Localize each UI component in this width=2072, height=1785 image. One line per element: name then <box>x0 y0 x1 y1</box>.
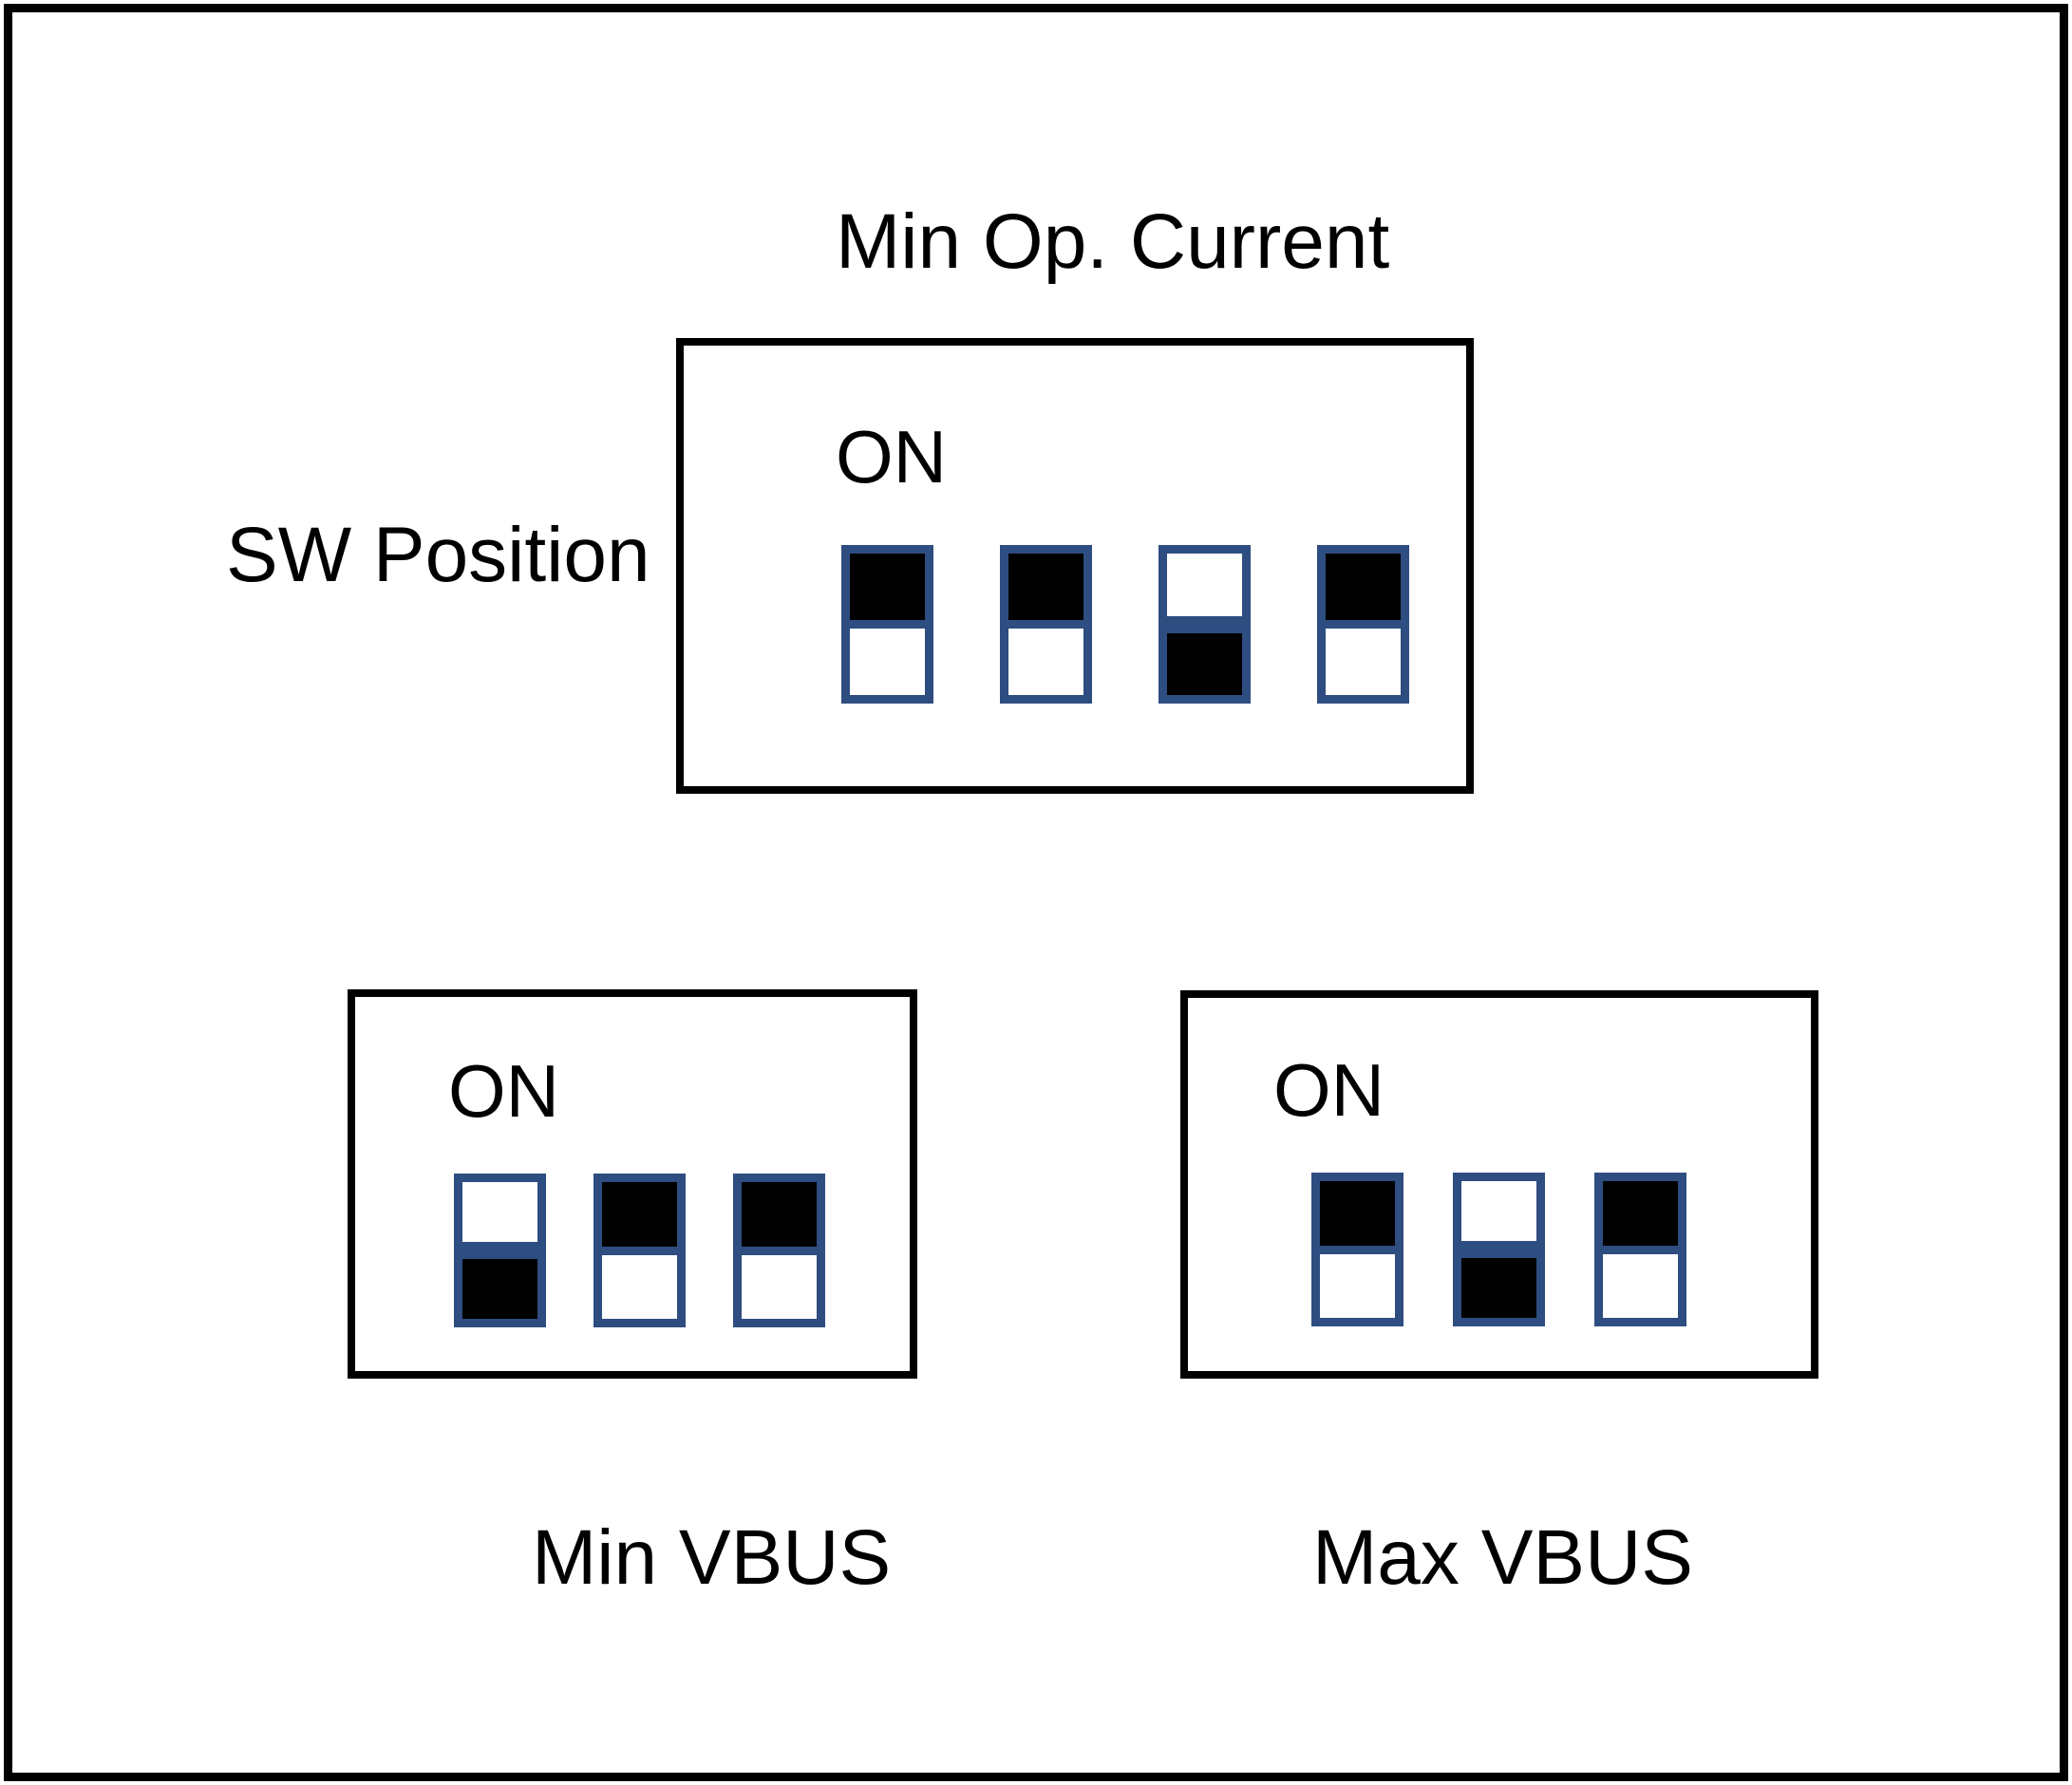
switch-top-half <box>850 554 925 629</box>
dip-switch-2[interactable] <box>1000 545 1092 704</box>
dip-switch-1[interactable] <box>1311 1173 1403 1326</box>
switch-bank-min-vbus[interactable]: ON <box>348 989 917 1379</box>
dip-switch-3[interactable] <box>733 1174 825 1327</box>
on-label-min-vbus: ON <box>448 1049 559 1133</box>
switch-bottom-half <box>1326 629 1401 695</box>
dip-switch-3[interactable] <box>1158 545 1251 704</box>
page-title: Min Op. Current <box>836 198 1390 285</box>
outer-frame <box>4 4 2068 1781</box>
switch-top-half <box>602 1182 677 1255</box>
switch-top-half <box>1603 1181 1678 1254</box>
switch-top-half <box>1008 554 1083 629</box>
switch-top-half <box>1320 1181 1395 1254</box>
switch-bottom-half <box>1461 1250 1536 1318</box>
switch-top-half <box>1326 554 1401 629</box>
dip-switch-2[interactable] <box>593 1174 686 1327</box>
caption-min-vbus: Min VBUS <box>532 1514 892 1601</box>
dip-switch-1[interactable] <box>841 545 933 704</box>
dip-switch-3[interactable] <box>1594 1173 1686 1326</box>
switch-bottom-half <box>462 1250 537 1319</box>
on-label-max-vbus: ON <box>1273 1048 1384 1132</box>
switch-bottom-half <box>850 629 925 695</box>
switch-bottom-half <box>1603 1253 1678 1318</box>
switch-top-half <box>1167 554 1242 625</box>
dip-switch-2[interactable] <box>1453 1173 1545 1326</box>
switch-row-min-vbus <box>454 1174 825 1327</box>
switch-bank-min-op-current[interactable]: ON <box>676 338 1474 794</box>
switch-bottom-half <box>742 1254 817 1319</box>
switch-bottom-half <box>1167 624 1242 695</box>
switch-bank-max-vbus[interactable]: ON <box>1180 990 1818 1379</box>
switch-top-half <box>462 1182 537 1250</box>
switch-row-max-vbus <box>1311 1173 1686 1326</box>
caption-max-vbus: Max VBUS <box>1312 1514 1693 1601</box>
switch-bottom-half <box>1008 629 1083 695</box>
dip-switch-1[interactable] <box>454 1174 546 1327</box>
sw-position-label: SW Position <box>226 512 650 598</box>
on-label-min-op-current: ON <box>836 415 947 498</box>
switch-row-min-op-current <box>841 545 1409 704</box>
switch-top-half <box>1461 1181 1536 1250</box>
switch-top-half <box>742 1182 817 1255</box>
dip-switch-4[interactable] <box>1317 545 1409 704</box>
switch-bottom-half <box>1320 1253 1395 1318</box>
switch-bottom-half <box>602 1254 677 1319</box>
